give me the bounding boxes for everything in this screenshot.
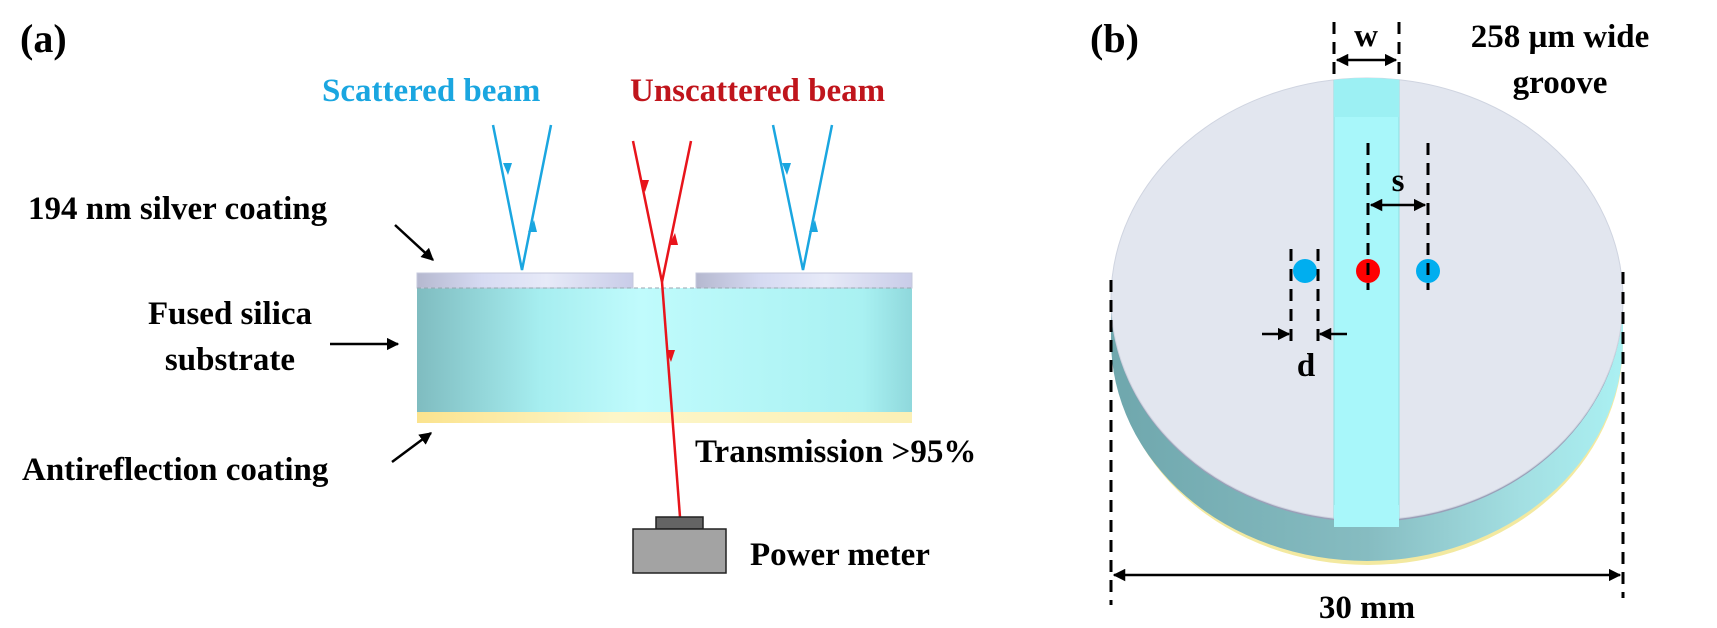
sample-disk (1110, 77, 1624, 565)
scattered-beam-left (491, 124, 553, 271)
scattered-beam-spot-left (1293, 259, 1317, 283)
silver-coating-right (695, 272, 913, 289)
panel-b-label: (b) (1090, 16, 1139, 61)
power-meter-body (632, 528, 727, 574)
disk-diameter-label: 30 mm (1319, 590, 1415, 626)
power-meter (632, 516, 727, 574)
groove (1333, 78, 1400, 520)
groove-width-dimension (1332, 22, 1401, 82)
beam-diameter-symbol: d (1297, 348, 1315, 384)
groove-label-line1: 258 µm wide (1471, 19, 1650, 55)
beam-diameter-dimension (1262, 249, 1347, 345)
silver-coating-pointer-arrow (394, 224, 434, 261)
silver-coating-label: 194 nm silver coating (28, 191, 328, 227)
panel-a: (a) Scattered beam Unscattered beam (20, 16, 976, 574)
substrate-label-line2: substrate (165, 342, 295, 378)
beam-direction-arrow-icon (669, 233, 678, 245)
scattered-beam-right (771, 124, 834, 271)
groove-label-line2: groove (1513, 65, 1608, 101)
beam-direction-arrow-icon (809, 220, 818, 232)
unscattered-beam (631, 140, 693, 518)
beam-direction-arrow-icon (640, 180, 649, 192)
groove-width-symbol: w (1354, 18, 1378, 54)
unscattered-beam-label: Unscattered beam (630, 73, 885, 109)
power-meter-label: Power meter (750, 537, 930, 573)
silver-coating-left (416, 272, 634, 289)
substrate-label-line1: Fused silica (148, 296, 312, 332)
panel-b: (b) w 258 µm wide groove (1090, 16, 1649, 626)
groove-far-wall (1334, 78, 1399, 117)
beam-direction-arrow-icon (528, 220, 537, 232)
beam-direction-arrow-icon (666, 350, 675, 362)
spacing-symbol: s (1392, 163, 1405, 199)
ar-coating-pointer-arrow (391, 431, 433, 464)
transmission-label: Transmission >95% (695, 434, 976, 470)
beam-direction-arrow-icon (782, 163, 791, 175)
power-meter-sensor (655, 516, 704, 530)
groove-end (1334, 505, 1399, 527)
beam-direction-arrow-icon (503, 163, 512, 175)
panel-a-label: (a) (20, 16, 67, 61)
spacing-dimension (1366, 143, 1430, 290)
antireflection-coating (417, 412, 912, 423)
scattered-beam-label: Scattered beam (322, 73, 540, 109)
sample-cross-section (416, 272, 913, 423)
disk-diameter-dimension (1109, 272, 1625, 605)
ar-coating-label: Antireflection coating (22, 452, 329, 488)
